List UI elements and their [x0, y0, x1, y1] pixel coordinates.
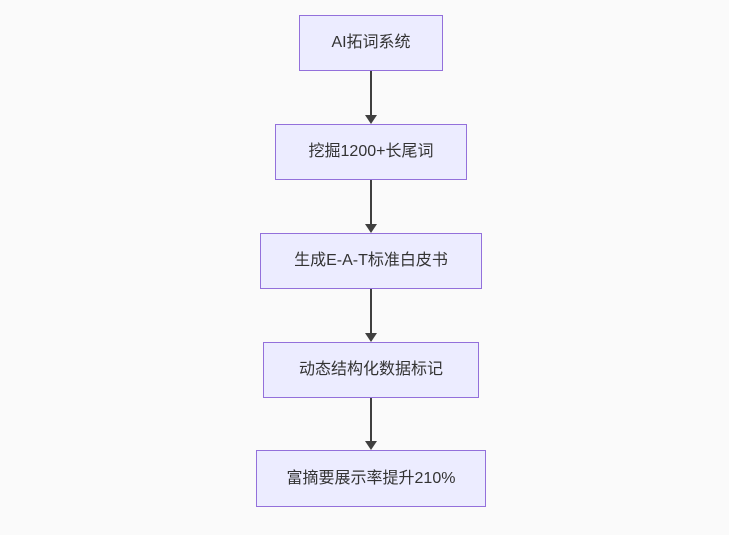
arrowhead-down-icon [365, 441, 377, 450]
flowchart-arrow-1 [365, 71, 377, 124]
flowchart-arrow-2 [365, 180, 377, 233]
node-label: 动态结构化数据标记 [298, 361, 443, 379]
flowchart-node-dynamic-structured-data-markup: 动态结构化数据标记 [263, 342, 479, 398]
node-label: 挖掘1200+长尾词 [308, 143, 434, 161]
arrowhead-down-icon [365, 333, 377, 342]
arrow-line [370, 398, 372, 441]
flowchart-node-ai-word-expansion-system: AI拓词系统 [299, 15, 443, 71]
arrow-line [370, 289, 372, 333]
flowchart-node-eat-whitepaper-generation: 生成E-A-T标准白皮书 [260, 233, 482, 289]
arrowhead-down-icon [365, 115, 377, 124]
flowchart-node-rich-snippet-rate-increase: 富摘要展示率提升210% [256, 450, 486, 507]
node-label: 富摘要展示率提升210% [286, 469, 456, 487]
node-label: 生成E-A-T标准白皮书 [294, 252, 448, 270]
flowchart-arrow-4 [365, 398, 377, 450]
arrowhead-down-icon [365, 224, 377, 233]
flowchart-node-longtail-keyword-mining: 挖掘1200+长尾词 [275, 124, 467, 180]
arrow-line [370, 180, 372, 224]
flowchart-arrow-3 [365, 289, 377, 342]
arrow-line [370, 71, 372, 115]
node-label: AI拓词系统 [331, 34, 411, 52]
